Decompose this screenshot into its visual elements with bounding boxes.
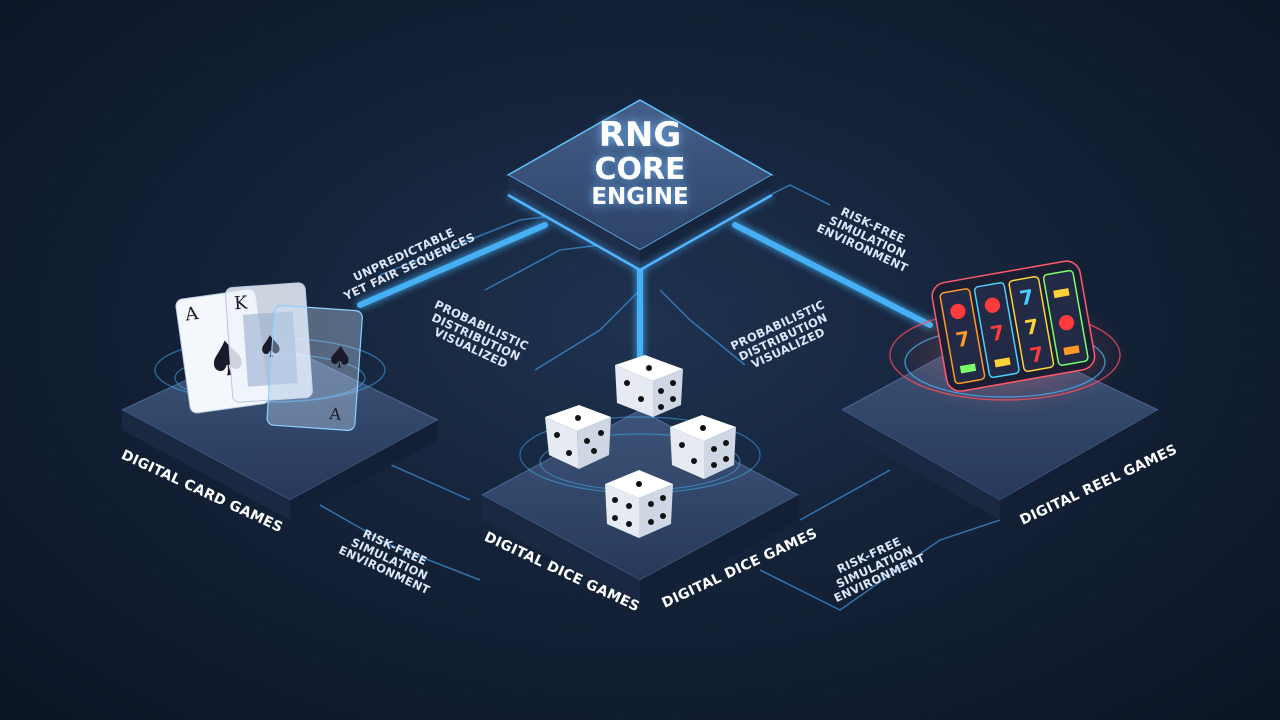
svg-text:7: 7	[1023, 314, 1041, 340]
slot-reels: ● 7 ▬ ● 7 ▬ 7 7 7 ▬ ● ▬	[890, 260, 1130, 415]
svg-text:●: ●	[981, 290, 1002, 317]
card3-rank: A	[328, 404, 342, 424]
svg-text:●: ●	[1056, 308, 1077, 335]
svg-text:7: 7	[954, 326, 972, 352]
svg-text:▬: ▬	[991, 347, 1014, 374]
svg-text:▬: ▬	[1060, 335, 1083, 362]
glow-connectors	[357, 222, 933, 363]
thin-connectors	[319, 184, 1001, 611]
svg-text:▬: ▬	[956, 353, 979, 380]
card2-rank: K	[233, 292, 248, 314]
die-front	[605, 470, 673, 538]
svg-text:●: ●	[947, 296, 968, 323]
svg-text:7: 7	[1018, 284, 1036, 310]
svg-text:7: 7	[988, 320, 1006, 346]
die-left	[545, 405, 611, 469]
playing-cards: A ♠ K ♠ A ♠	[175, 282, 363, 431]
svg-text:7: 7	[1028, 342, 1046, 368]
rng-core-title: RNG CORE ENGINE	[560, 115, 720, 211]
core-title-line2: CORE	[594, 151, 686, 187]
card-ace-spades-glass: A ♠	[266, 304, 363, 431]
core-title-line3: ENGINE	[591, 184, 689, 211]
die-top	[615, 355, 683, 417]
die-right	[670, 415, 736, 479]
svg-text:▬: ▬	[1050, 278, 1073, 305]
rng-core-platform[interactable]	[506, 99, 774, 272]
dice-group	[545, 355, 736, 538]
svg-text:♠: ♠	[325, 340, 354, 377]
card-king-spades: K ♠	[224, 282, 313, 403]
card1-rank: A	[183, 303, 201, 326]
core-title-line1: RNG	[598, 115, 682, 155]
